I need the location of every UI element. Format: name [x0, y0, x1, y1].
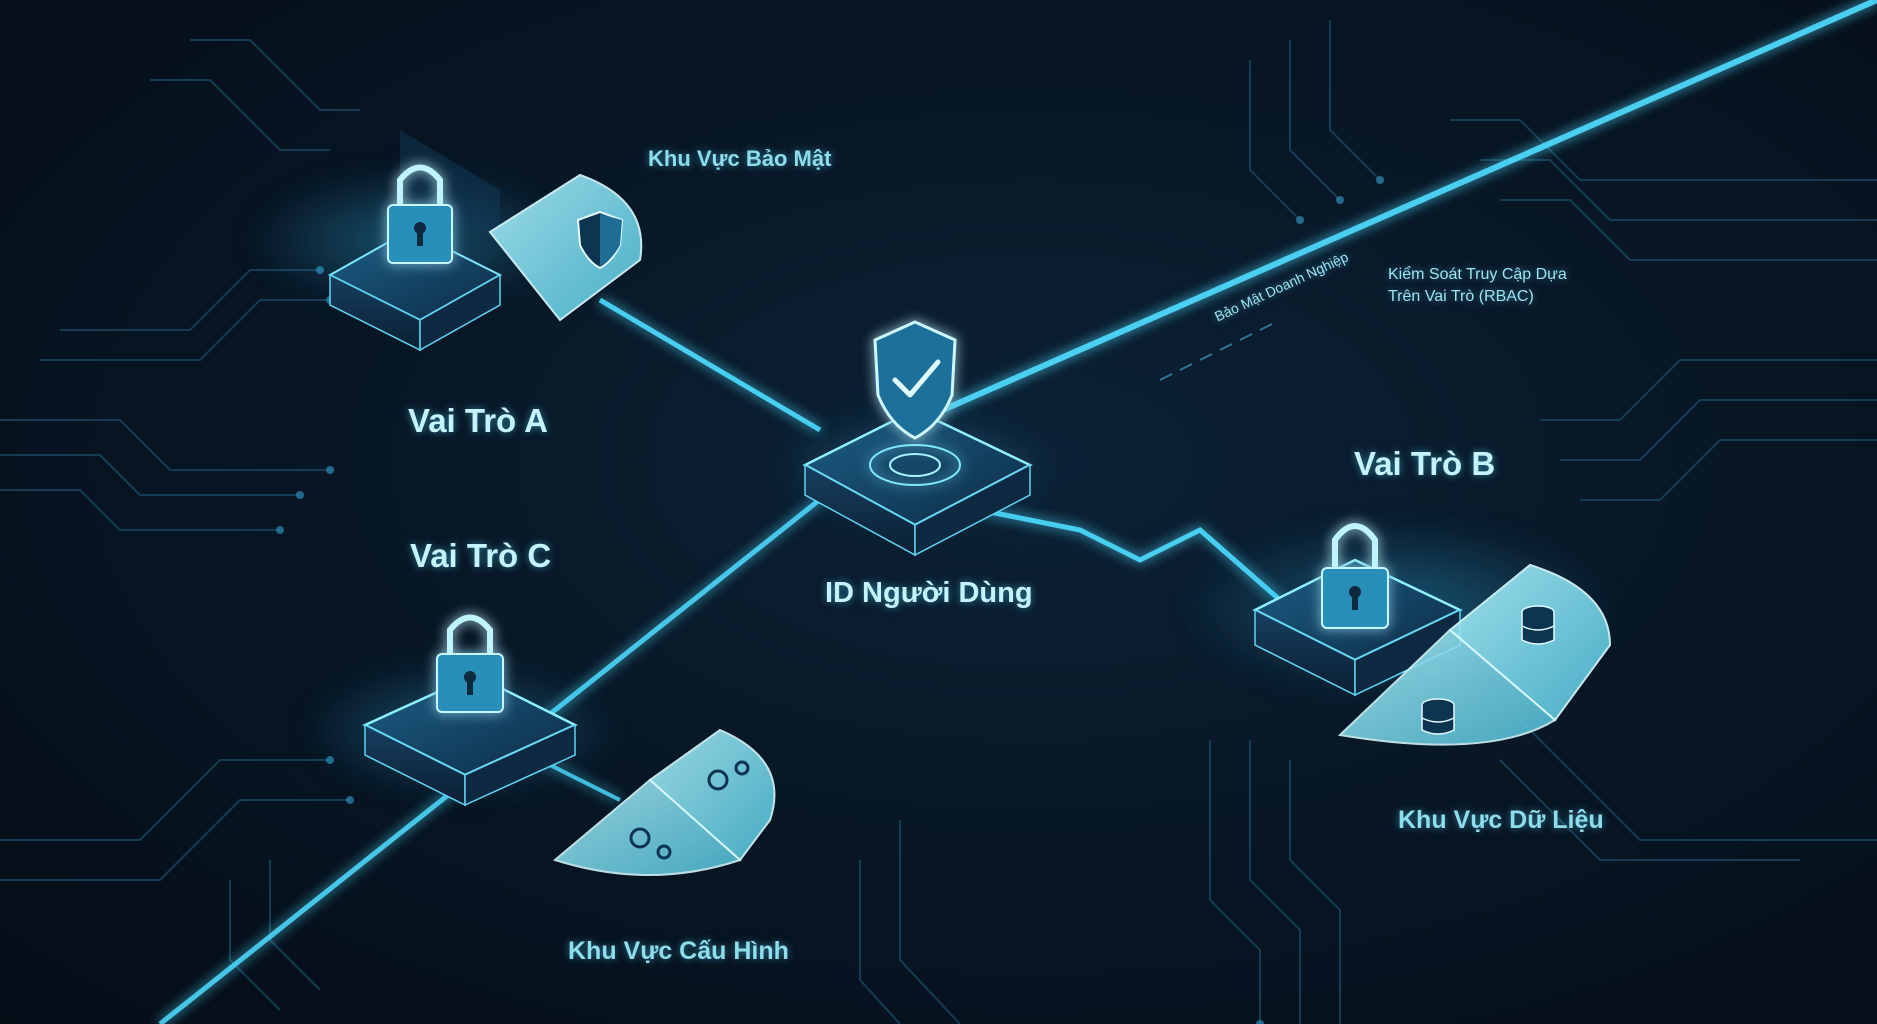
- center-node-label: ID Người Dùng: [825, 577, 1033, 609]
- config-zone-wedges[interactable]: [552, 728, 776, 876]
- shield-icon: [576, 210, 624, 270]
- data-zone-wedges[interactable]: [1337, 563, 1612, 746]
- user-id-node[interactable]: [775, 320, 1055, 557]
- role-c-label: Vai Trò C: [410, 537, 552, 574]
- data-zone-label: Khu Vực Dữ Liệu: [1398, 806, 1604, 834]
- role-a-node[interactable]: [245, 130, 643, 352]
- lock-icon: [1321, 523, 1389, 629]
- role-c-node[interactable]: [300, 614, 776, 876]
- lock-icon: [436, 614, 504, 713]
- role-a-label: Vai Trò A: [408, 402, 548, 439]
- database-icon: [1521, 605, 1555, 645]
- security-zone-label: Khu Vực Bảo Mật: [648, 146, 832, 171]
- role-b-node[interactable]: [1180, 520, 1620, 746]
- shield-check-icon: [873, 320, 957, 440]
- rbac-annotation-line2: Trên Vai Trò (RBAC): [1388, 288, 1534, 305]
- gears-icon: [629, 760, 750, 860]
- config-zone-label: Khu Vực Cấu Hình: [568, 937, 789, 965]
- database-icon: [1421, 698, 1455, 735]
- decorative-dashes: [1159, 323, 1273, 381]
- role-b-label: Vai Trò B: [1354, 445, 1496, 482]
- security-zone-wedge[interactable]: [488, 173, 643, 322]
- rbac-annotation-line1: Kiểm Soát Truy Cập Dựa: [1388, 266, 1567, 283]
- lock-icon: [387, 164, 453, 264]
